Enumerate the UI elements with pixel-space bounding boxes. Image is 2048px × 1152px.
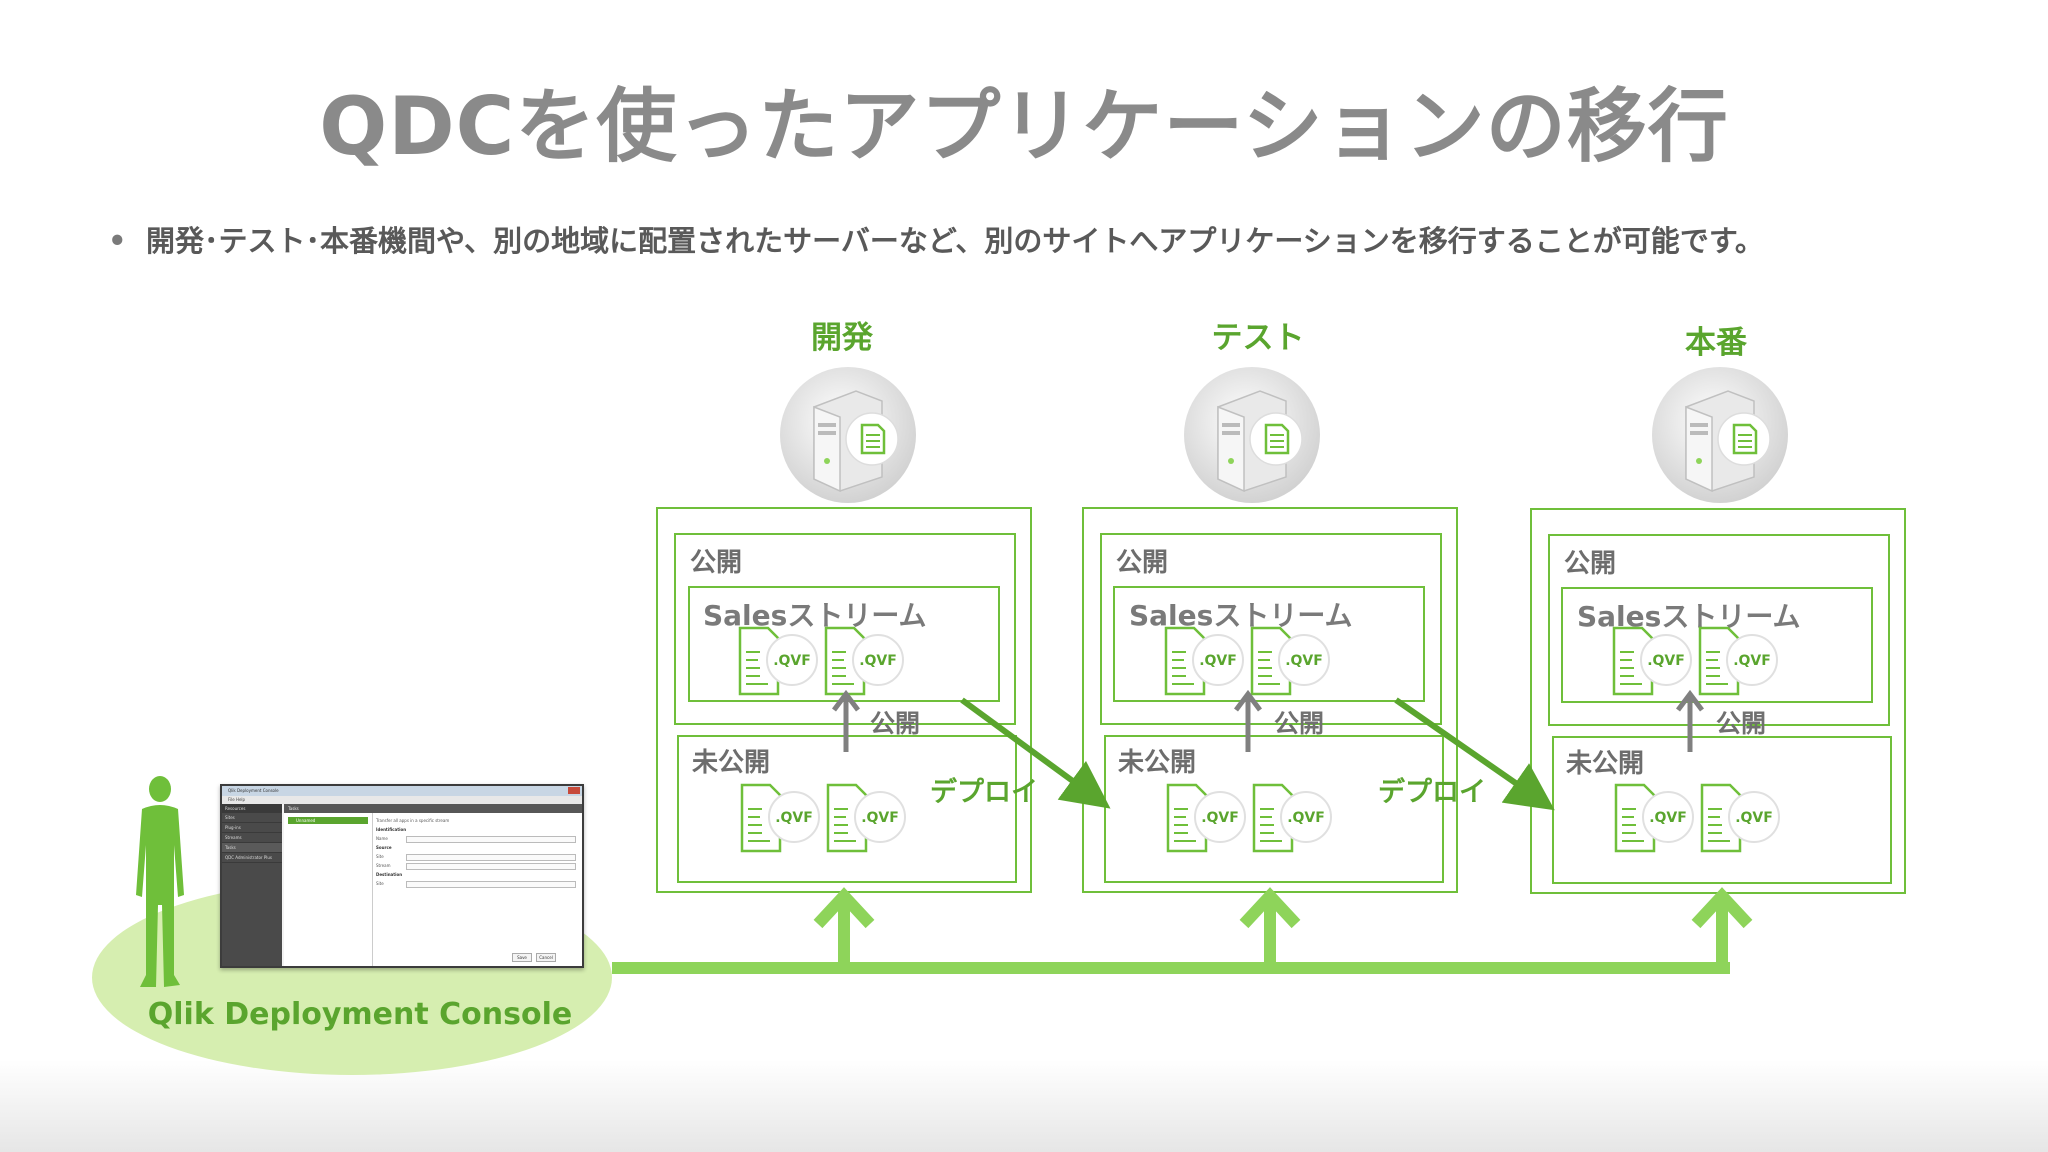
stream-box-prod — [1561, 587, 1873, 703]
console-nav-item-streams[interactable]: Streams — [222, 833, 282, 843]
unpublished-label-prod: 未公開 — [1566, 749, 1645, 779]
env-label-test: テスト — [1211, 320, 1305, 356]
bullet-marker: • — [108, 224, 127, 258]
arrow-up-icon — [1239, 887, 1301, 968]
qvf-file-icon: .QVF — [740, 783, 820, 853]
qvf-label: .QVF — [1649, 810, 1687, 826]
console-form-description: Transfer all apps in a specific stream — [376, 818, 450, 823]
public-label-dev: 公開 — [690, 548, 743, 578]
stream-label-test: Salesストリーム — [1129, 599, 1353, 632]
source-site-select[interactable] — [406, 854, 576, 861]
qvf-file-icon: .QVF — [1250, 626, 1330, 696]
console-field-site-label: Site — [376, 854, 384, 859]
qvf-label: .QVF — [1647, 653, 1685, 669]
console-nav-item-admin[interactable]: QDC Administrator Plus — [222, 853, 282, 863]
console-label: Qlik Deployment Console — [147, 997, 573, 1032]
console-nav: Resources Sites Plug-ins Streams Tasks Q… — [222, 804, 282, 966]
server-icon — [1652, 367, 1788, 503]
qvf-file-icon: .QVF — [826, 783, 906, 853]
env-label-prod: 本番 — [1685, 325, 1747, 361]
close-icon[interactable] — [568, 787, 580, 794]
unpublished-label-dev: 未公開 — [692, 748, 771, 778]
console-form-row-dest-site: Site — [376, 879, 578, 888]
console-form-section-destination: Destination — [376, 872, 403, 877]
server-icon — [1184, 367, 1320, 503]
console-form-row-site: Site — [376, 852, 578, 861]
qvf-label: .QVF — [775, 810, 813, 826]
console-form-section-identification: Identification — [376, 827, 407, 832]
console-panel-header: Tasks — [284, 804, 582, 813]
qvf-label: .QVF — [859, 653, 897, 669]
stream-box-test — [1113, 586, 1425, 702]
person-silhouette-icon — [136, 776, 184, 987]
bullet-point: • 開発･テスト･本番機間や、別の地域に配置されたサーバーなど、別のサイトへアプリ… — [108, 218, 1764, 260]
qvf-file-icon: .QVF — [1252, 783, 1332, 853]
save-button[interactable]: Save — [512, 953, 532, 962]
source-stream-select[interactable] — [406, 863, 576, 870]
public-label-prod: 公開 — [1564, 549, 1617, 579]
unpublished-label-test: 未公開 — [1118, 748, 1197, 778]
console-selected-task[interactable] — [288, 817, 368, 824]
qvf-file-icon: .QVF — [1612, 626, 1692, 696]
qvf-label: .QVF — [1287, 810, 1325, 826]
console-window: Qlik Deployment Console File Help Resour… — [220, 784, 584, 968]
qvf-label: .QVF — [1199, 653, 1237, 669]
arrow-up-icon — [813, 887, 875, 968]
qvf-file-icon: .QVF — [1164, 626, 1244, 696]
env-label-dev: 開発 — [811, 320, 873, 356]
console-nav-item-plugins[interactable]: Plug-ins — [222, 823, 282, 833]
qvf-label: .QVF — [1285, 653, 1323, 669]
qvf-label: .QVF — [1735, 810, 1773, 826]
qvf-label: .QVF — [773, 653, 811, 669]
console-panel-divider — [372, 813, 373, 966]
destination-site-select[interactable] — [406, 881, 576, 888]
publish-label-test: 公開 — [1274, 709, 1325, 738]
deploy-label-2: デプロイ — [1378, 777, 1486, 808]
arrow-up-icon — [1691, 887, 1753, 968]
stream-label-dev: Salesストリーム — [703, 599, 927, 632]
publish-label-prod: 公開 — [1716, 709, 1767, 738]
console-form-section-source: Source — [376, 845, 392, 850]
qvf-file-icon: .QVF — [1166, 783, 1246, 853]
console-window-titlebar: Qlik Deployment Console — [222, 786, 582, 796]
console-field-name-label: Name — [376, 836, 388, 841]
public-box-prod — [1548, 534, 1890, 726]
qvf-file-icon: .QVF — [738, 626, 818, 696]
console-panel: Tasks Unnamed Transfer all apps in a spe… — [284, 804, 582, 966]
console-nav-header: Resources — [222, 804, 282, 813]
qvf-file-icon: .QVF — [1698, 626, 1778, 696]
qvf-file-icon: .QVF — [1700, 783, 1780, 853]
name-input[interactable] — [406, 836, 576, 843]
qvf-label: .QVF — [861, 810, 899, 826]
console-nav-item-tasks[interactable]: Tasks — [222, 843, 282, 853]
console-form-row-stream: Stream — [376, 861, 578, 870]
cancel-button[interactable]: Cancel — [536, 953, 556, 962]
bullet-text: 開発･テスト･本番機間や、別の地域に配置されたサーバーなど、別のサイトへアプリケ… — [146, 224, 1764, 258]
console-form: Transfer all apps in a specific stream I… — [376, 816, 578, 888]
qvf-label: .QVF — [1201, 810, 1239, 826]
deploy-label-1: デプロイ — [930, 777, 1038, 808]
page-title: QDCを使ったアプリケーションの移行 — [319, 80, 1729, 173]
qvf-file-icon: .QVF — [1614, 783, 1694, 853]
public-label-test: 公開 — [1116, 548, 1169, 578]
console-form-row-name: Name — [376, 834, 578, 843]
unpublished-box-test — [1104, 735, 1444, 883]
qvf-file-icon: .QVF — [824, 626, 904, 696]
console-field-stream-label: Stream — [376, 863, 391, 868]
console-selected-task-label: Unnamed — [296, 818, 316, 823]
publish-label-dev: 公開 — [870, 709, 921, 738]
public-box-test — [1100, 533, 1442, 725]
qvf-label: .QVF — [1733, 653, 1771, 669]
server-icon — [780, 367, 916, 503]
console-nav-item-sites[interactable]: Sites — [222, 813, 282, 823]
console-window-menubar[interactable]: File Help — [222, 796, 582, 804]
console-field-dest-site-label: Site — [376, 881, 384, 886]
